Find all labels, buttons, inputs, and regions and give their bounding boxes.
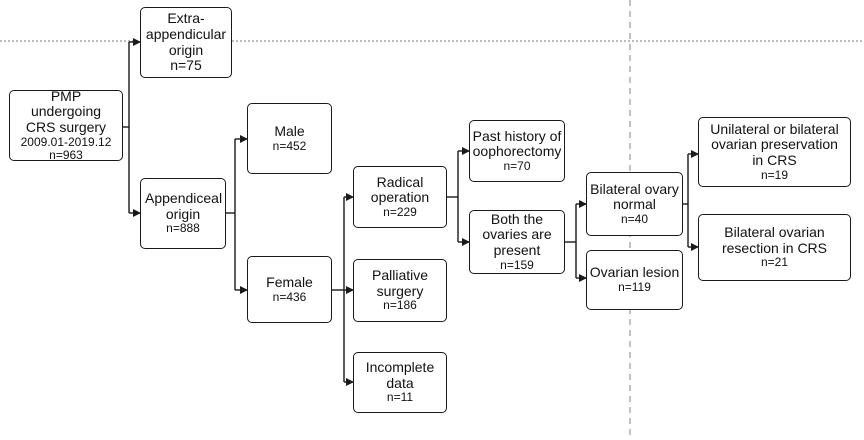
male-count: n=452 <box>272 138 307 153</box>
palliative-surgery-label: Palliative surgery <box>371 267 429 299</box>
appendiceal-origin-label: Appendiceal origin <box>145 190 223 222</box>
ovarian-lesion-count: n=119 <box>618 280 651 295</box>
both-ovaries-present-count: n=159 <box>500 257 534 272</box>
bilateral-ovary-normal-label: Bilateral ovary normal <box>590 180 679 213</box>
ovarian-preservation-count: n=19 <box>760 167 789 182</box>
radical-operation-count: n=229 <box>383 204 417 219</box>
bilateral-ovary-normal-box: Bilateral ovary normal n=40 <box>586 172 683 236</box>
ovarian-resection-label: Bilateral ovarian resection in CRS <box>721 224 828 256</box>
incomplete-data-count: n=11 <box>386 390 414 405</box>
ovarian-resection-count: n=21 <box>760 255 789 270</box>
ovarian-resection-box: Bilateral ovarian resection in CRS n=21 <box>698 214 851 281</box>
male-box: Male n=452 <box>247 103 332 174</box>
female-count: n=436 <box>272 289 307 304</box>
pmp-crs-box: PMP undergoing CRS surgery 2009.01-2019.… <box>9 87 123 163</box>
pmp-crs-period: 2009.01-2019.12 <box>20 134 112 149</box>
appendiceal-origin-count: n=888 <box>166 221 200 236</box>
both-ovaries-present-box: Both the ovaries are present n=159 <box>469 210 565 274</box>
ovarian-preservation-label: Unilateral or bilateral ovarian preserva… <box>710 120 839 169</box>
appendiceal-origin-box: Appendiceal origin n=888 <box>140 178 226 249</box>
both-ovaries-present-label: Both the ovaries are present <box>482 210 552 259</box>
male-label: Male <box>274 122 305 139</box>
bilateral-ovary-normal-count: n=40 <box>620 211 649 226</box>
ovarian-lesion-label: Ovarian lesion <box>589 264 680 281</box>
incomplete-data-label: Incomplete data <box>365 359 435 391</box>
ovarian-lesion-box: Ovarian lesion n=119 <box>586 250 683 310</box>
past-history-oophorectomy-count: n=70 <box>503 158 531 173</box>
radical-operation-label: Radical operation <box>370 173 430 206</box>
radical-operation-box: Radical operation n=229 <box>353 166 447 228</box>
extra-appendicular-count: n=75 <box>170 57 202 74</box>
ovarian-preservation-box: Unilateral or bilateral ovarian preserva… <box>698 117 851 187</box>
pmp-crs-count: n=963 <box>49 148 83 163</box>
incomplete-data-box: Incomplete data n=11 <box>353 352 447 413</box>
extra-appendicular-box: Extra-appendicular origin n=75 <box>140 7 232 78</box>
female-label: Female <box>266 273 313 290</box>
pmp-crs-label: PMP undergoing CRS surgery <box>25 87 107 135</box>
extra-appendicular-label: Extra-appendicular origin <box>145 10 227 58</box>
palliative-surgery-box: Palliative surgery n=186 <box>353 259 447 322</box>
palliative-surgery-count: n=186 <box>383 298 417 313</box>
past-history-oophorectomy-box: Past history of oophorectomy n=70 <box>469 120 565 182</box>
female-box: Female n=436 <box>247 256 332 323</box>
past-history-oophorectomy-label: Past history of oophorectomy <box>472 127 562 160</box>
